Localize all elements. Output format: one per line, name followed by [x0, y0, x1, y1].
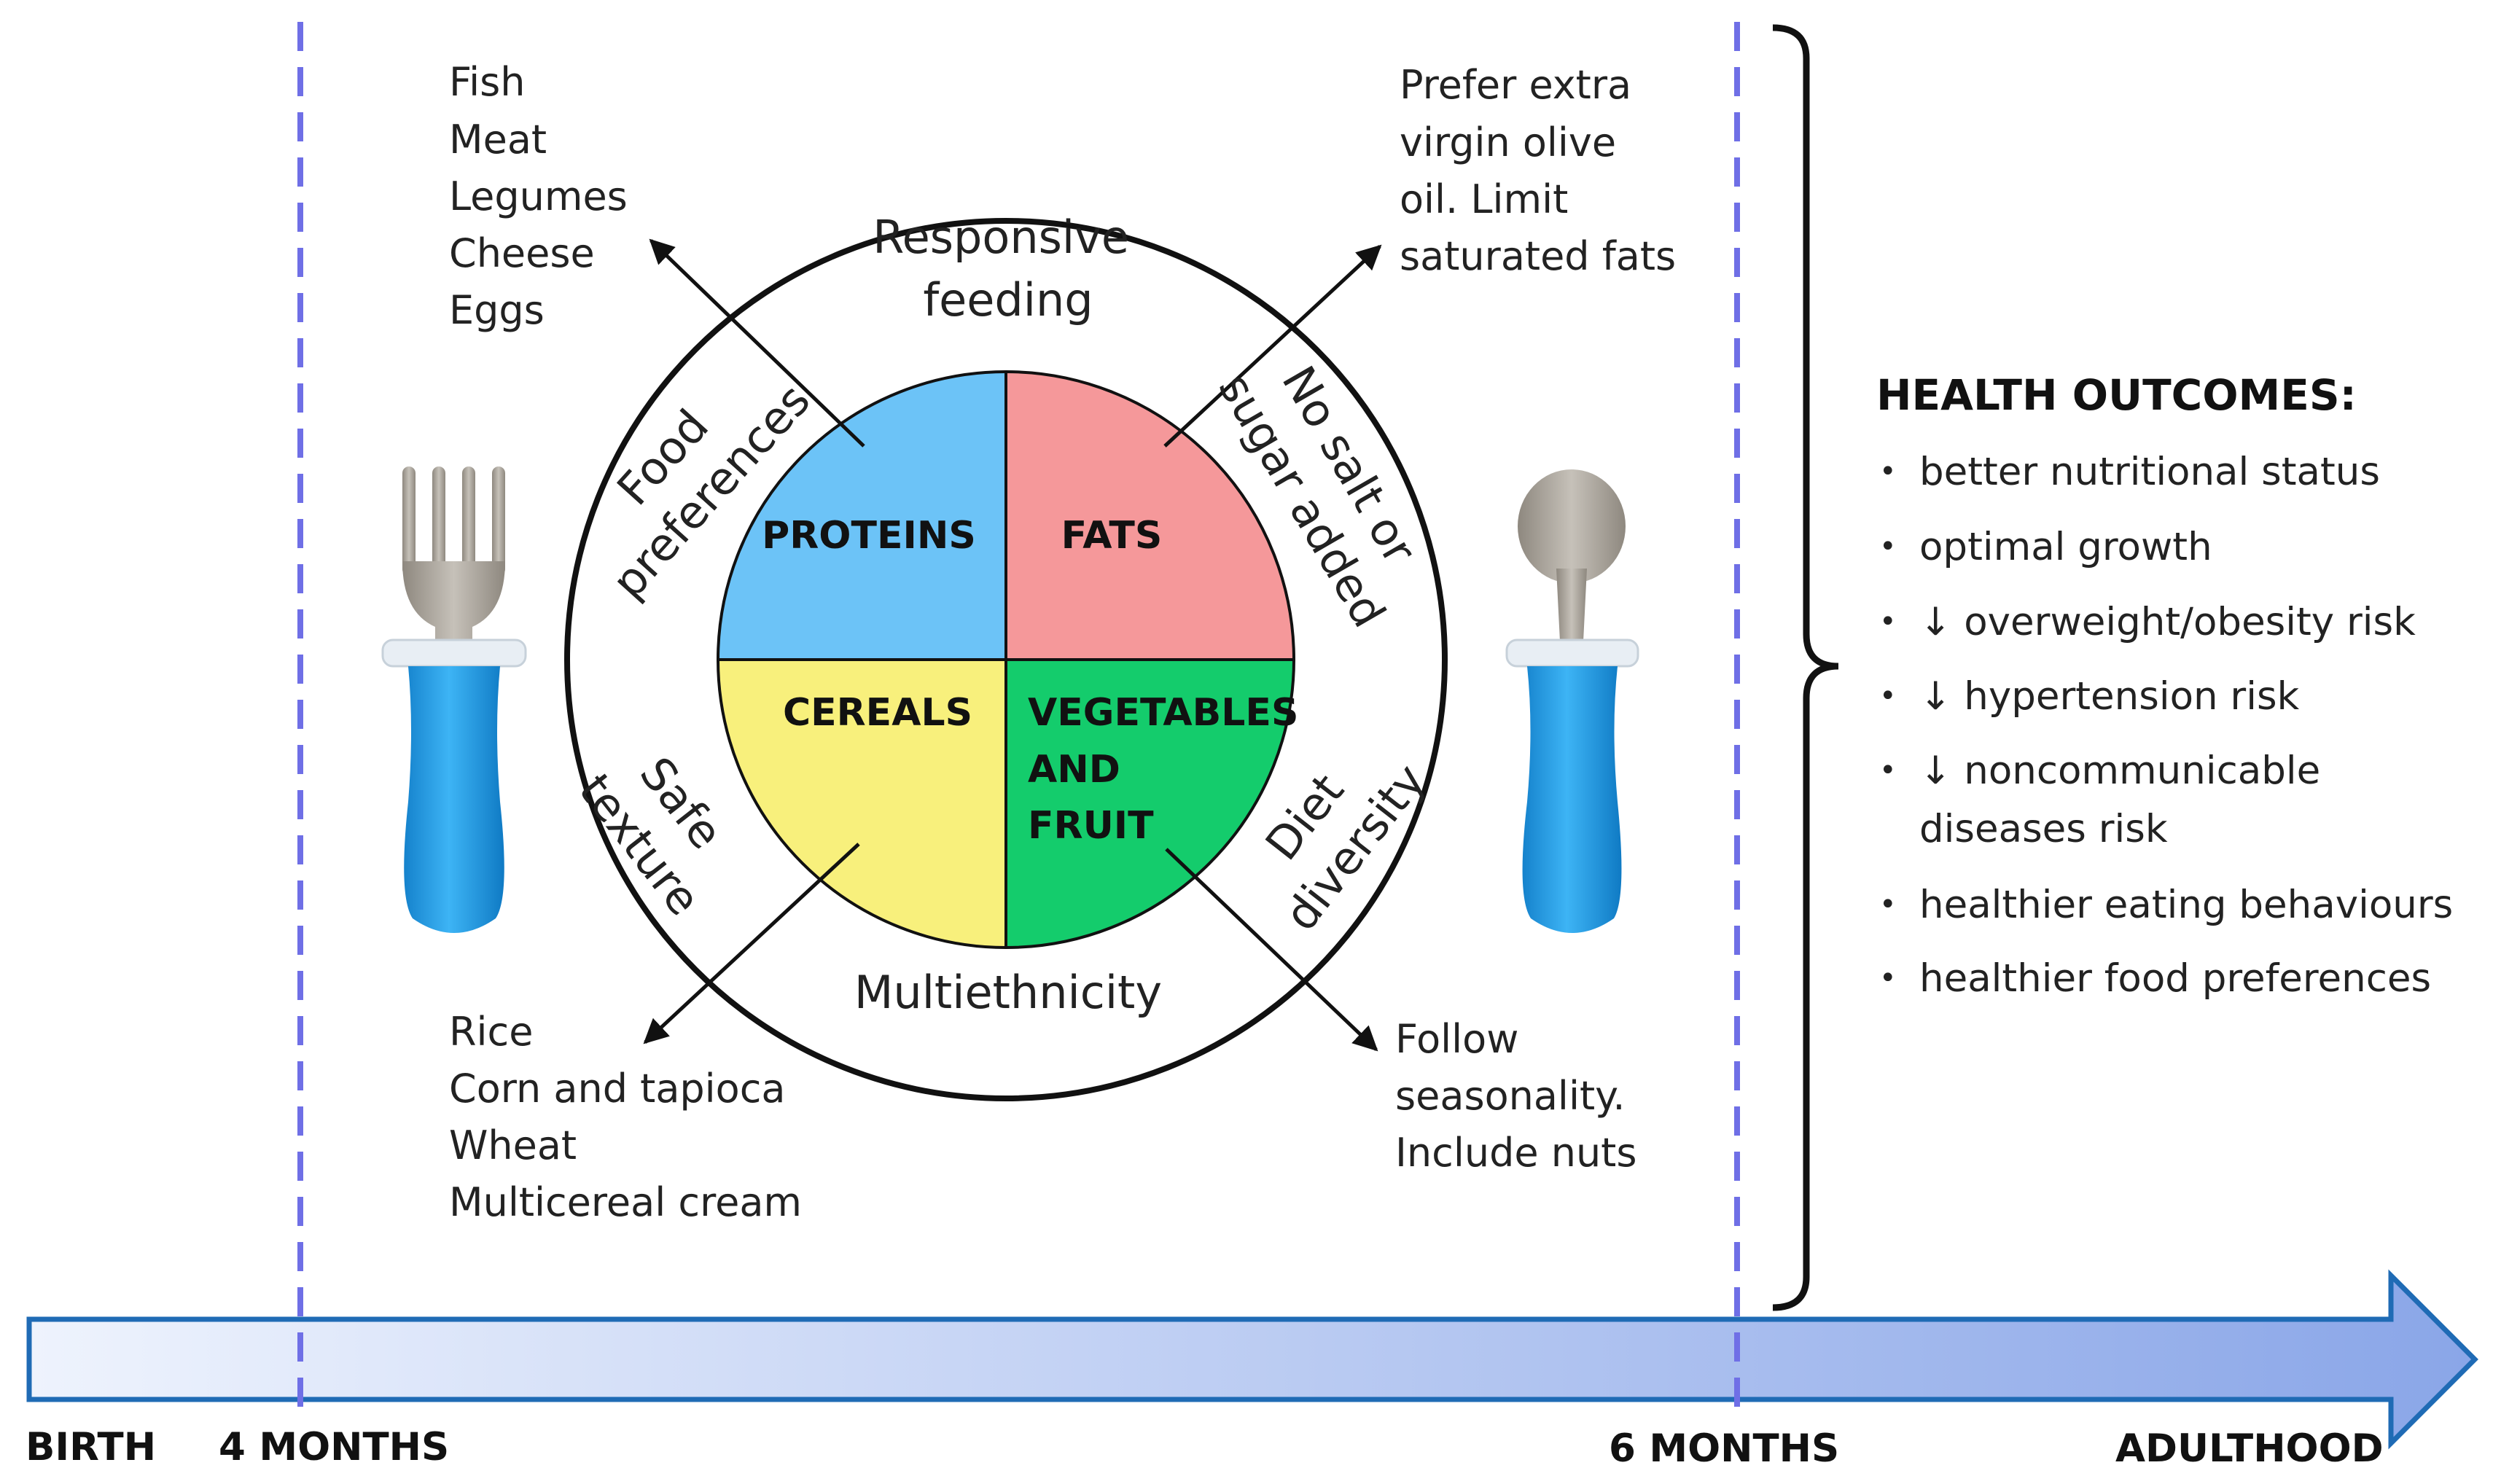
health-outcomes-title: HEALTH OUTCOMES: — [1876, 370, 2357, 420]
bullet-dot: • — [1879, 679, 1897, 713]
health-outcomes-list: • better nutritional status • optimal gr… — [1879, 450, 2453, 1001]
ring-label-multiethnicity: Multiethnicity — [854, 966, 1162, 1019]
bullet-dot: • — [1879, 605, 1897, 638]
fats-arrow — [1163, 244, 1382, 448]
ring-label-responsive-feeding: Responsive feeding — [873, 211, 1143, 327]
fats-label: FATS — [1061, 514, 1163, 558]
outcome-item: ↓ overweight/obesity risk — [1919, 600, 2416, 644]
outcome-item: ↓ hypertension risk — [1919, 674, 2300, 719]
timeline-label-adulthood: ADULTHOOD — [2115, 1426, 2384, 1471]
bullet-dot: • — [1879, 530, 1897, 563]
cereals-label: CEREALS — [783, 691, 972, 735]
vegetables-fruit-examples: Follow seasonality. Include nuts — [1395, 1016, 1638, 1176]
bullet-dot: • — [1879, 961, 1897, 995]
outcome-item: healthier eating behaviours — [1919, 883, 2453, 927]
outcome-item: healthier food preferences — [1919, 956, 2431, 1001]
timeline-arrow — [26, 1269, 2478, 1450]
vegetables-fruit-label: VEGETABLES AND FRUIT — [1028, 691, 1312, 848]
bullet-dot: • — [1879, 754, 1897, 787]
spoon-icon — [1505, 469, 1639, 933]
bullet-dot: • — [1879, 888, 1897, 921]
proteins-examples: Fish Meat Legumes Cheese Eggs — [449, 59, 640, 333]
proteins-arrow — [649, 238, 865, 448]
timeline-label-4-months: 4 MONTHS — [219, 1425, 449, 1469]
proteins-label: PROTEINS — [762, 514, 976, 558]
cereals-arrow — [643, 843, 860, 1044]
outcome-item: better nutritional status — [1919, 450, 2380, 494]
fork-icon — [381, 466, 527, 933]
timeline-label-birth: BIRTH — [26, 1425, 156, 1469]
outcomes-bracket — [1772, 24, 1839, 1311]
fats-examples: Prefer extra virgin olive oil. Limit sat… — [1400, 62, 1676, 279]
vegetables-fruit-arrow — [1165, 848, 1378, 1052]
bullet-dot: • — [1879, 455, 1897, 488]
outcome-item: optimal growth — [1919, 525, 2212, 569]
timeline-label-6-months: 6 MONTHS — [1609, 1426, 1839, 1471]
cereals-examples: Rice Corn and tapioca Wheat Multicereal … — [449, 1009, 802, 1225]
outcome-item: ↓ noncommunicable diseases risk — [1919, 749, 2333, 851]
